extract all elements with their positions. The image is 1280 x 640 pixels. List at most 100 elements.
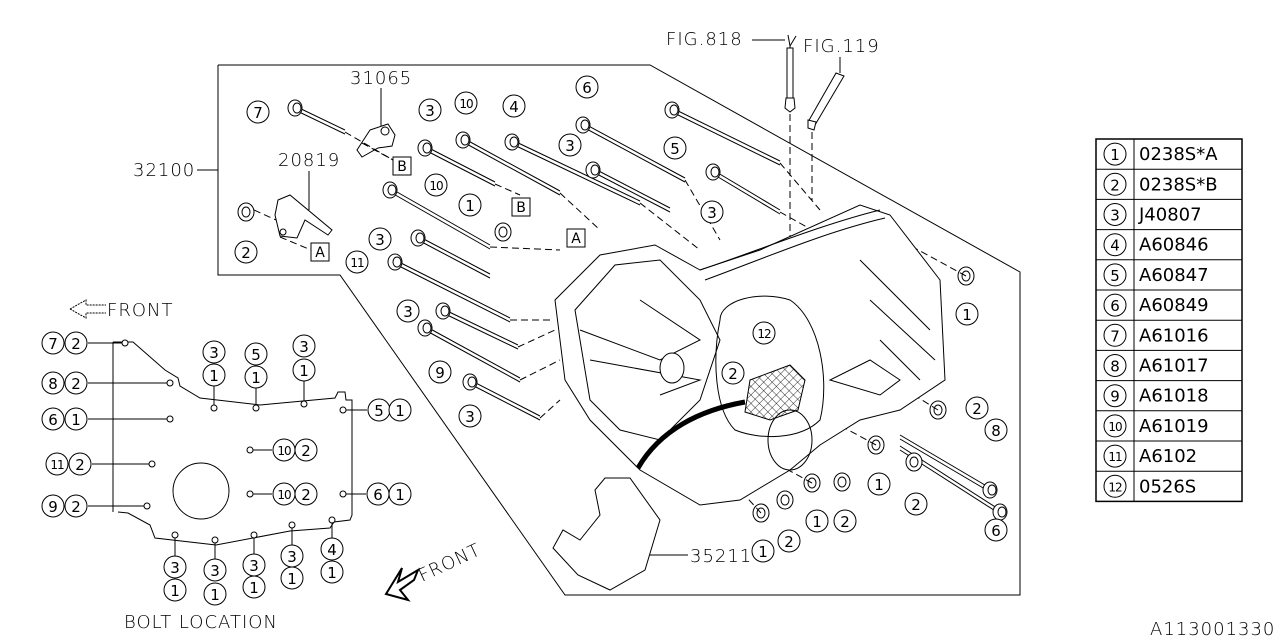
svg-text:8: 8 — [48, 375, 58, 393]
callout-1[interactable]: 1 — [751, 539, 775, 563]
svg-text:35211: 35211 — [690, 546, 752, 567]
callout-6[interactable]: 6 — [366, 482, 390, 506]
callout-12[interactable]: 12 — [752, 321, 776, 345]
bolt — [287, 99, 346, 135]
callout-3[interactable]: 3 — [292, 334, 316, 358]
legend-ref-12[interactable]: 12 — [1103, 474, 1127, 498]
legend-ref-5[interactable]: 5 — [1103, 263, 1127, 287]
callout-3[interactable]: 3 — [203, 558, 227, 582]
svg-text:3: 3 — [465, 408, 475, 426]
legend-ref-4[interactable]: 4 — [1103, 233, 1127, 257]
callout-3[interactable]: 3 — [163, 555, 187, 579]
callout-3[interactable]: 3 — [396, 299, 420, 323]
callout-1[interactable]: 1 — [388, 482, 412, 506]
callout-1[interactable]: 1 — [64, 407, 88, 431]
legend-ref-2[interactable]: 2 — [1103, 172, 1127, 196]
legend-ref-10[interactable]: 10 — [1103, 414, 1127, 438]
callout-1[interactable]: 1 — [244, 365, 268, 389]
callout-4[interactable]: 4 — [502, 94, 526, 118]
svg-text:FRONT: FRONT — [415, 539, 484, 586]
legend-ref-3[interactable]: 3 — [1103, 203, 1127, 226]
bolt — [899, 434, 998, 499]
legend-ref-6[interactable]: 6 — [1103, 293, 1127, 317]
callout-1[interactable]: 1 — [955, 302, 979, 326]
bolt-location-callout: 31 — [292, 334, 316, 408]
callout-3[interactable]: 3 — [368, 227, 392, 251]
callout-2[interactable]: 2 — [68, 452, 92, 476]
callout-11[interactable]: 11 — [345, 250, 369, 274]
callout-3[interactable]: 3 — [280, 544, 304, 568]
callout-1[interactable]: 1 — [458, 193, 482, 217]
svg-text:5: 5 — [1110, 267, 1120, 285]
callout-6[interactable]: 6 — [984, 518, 1008, 542]
legend-ref-9[interactable]: 9 — [1103, 384, 1127, 408]
callout-1[interactable]: 1 — [320, 560, 344, 584]
legend-ref-8[interactable]: 8 — [1103, 354, 1127, 377]
callout-1[interactable]: 1 — [867, 472, 891, 496]
legend-part-number: A6102 — [1139, 446, 1197, 467]
callout-2[interactable]: 2 — [64, 494, 88, 518]
callout-9[interactable]: 9 — [41, 494, 65, 518]
callout-1[interactable]: 1 — [202, 363, 226, 387]
svg-text:11: 11 — [1108, 450, 1122, 464]
callout-3[interactable]: 3 — [418, 98, 442, 122]
callout-2[interactable]: 2 — [965, 396, 989, 420]
callout-2[interactable]: 2 — [294, 438, 318, 462]
callout-11[interactable]: 11 — [45, 452, 69, 476]
figure-ref-818-label[interactable]: FIG.818 — [666, 29, 743, 50]
svg-text:1: 1 — [170, 582, 180, 600]
figure-ref-119-label[interactable]: FIG.119 — [803, 36, 880, 57]
callout-2[interactable]: 2 — [64, 371, 88, 395]
callout-5[interactable]: 5 — [367, 398, 391, 422]
figure-ref-818[interactable]: FIG.818 — [666, 29, 797, 250]
legend-ref-1[interactable]: 1 — [1103, 142, 1127, 166]
callout-1[interactable]: 1 — [242, 575, 266, 599]
callout-2[interactable]: 2 — [721, 361, 745, 385]
callout-4[interactable]: 4 — [320, 537, 344, 561]
callout-3[interactable]: 3 — [202, 340, 226, 364]
callout-2[interactable]: 2 — [904, 492, 928, 516]
callout-10[interactable]: 10 — [424, 173, 448, 197]
callout-3[interactable]: 3 — [458, 404, 482, 428]
callout-10[interactable]: 10 — [272, 482, 296, 506]
callout-6[interactable]: 6 — [41, 407, 65, 431]
callout-1[interactable]: 1 — [805, 509, 829, 533]
callout-1[interactable]: 1 — [292, 358, 316, 382]
callout-5[interactable]: 5 — [663, 136, 687, 160]
callout-2[interactable]: 2 — [294, 482, 318, 506]
svg-text:3: 3 — [210, 562, 220, 580]
callout-3[interactable]: 3 — [700, 200, 724, 224]
figure-ref-119[interactable]: FIG.119 — [803, 36, 880, 200]
callout-2[interactable]: 2 — [833, 509, 857, 533]
callout-2[interactable]: 2 — [64, 331, 88, 355]
callout-1[interactable]: 1 — [163, 578, 187, 602]
callout-2[interactable]: 2 — [234, 240, 258, 264]
callout-3[interactable]: 3 — [558, 133, 582, 157]
callout-1[interactable]: 1 — [203, 582, 227, 606]
callout-10[interactable]: 10 — [454, 91, 478, 115]
svg-text:3: 3 — [249, 557, 259, 575]
callout-7[interactable]: 7 — [41, 331, 65, 355]
callout-5[interactable]: 5 — [244, 342, 268, 366]
callout-8[interactable]: 8 — [984, 418, 1008, 442]
callout-1[interactable]: 1 — [388, 398, 412, 422]
callout-6[interactable]: 6 — [575, 75, 599, 99]
svg-text:3: 3 — [707, 204, 717, 222]
callout-1[interactable]: 1 — [280, 566, 304, 590]
callout-9[interactable]: 9 — [428, 360, 452, 384]
svg-text:9: 9 — [48, 498, 58, 516]
callout-10[interactable]: 10 — [272, 438, 296, 462]
callout-3[interactable]: 3 — [242, 553, 266, 577]
bolt-location-callout: 41 — [320, 516, 344, 584]
callout-2[interactable]: 2 — [777, 529, 801, 553]
callout-7[interactable]: 7 — [246, 100, 270, 124]
legend-ref-7[interactable]: 7 — [1103, 323, 1127, 347]
svg-text:5: 5 — [374, 402, 384, 420]
callout-8[interactable]: 8 — [41, 371, 65, 395]
legend-ref-11[interactable]: 11 — [1103, 444, 1127, 468]
